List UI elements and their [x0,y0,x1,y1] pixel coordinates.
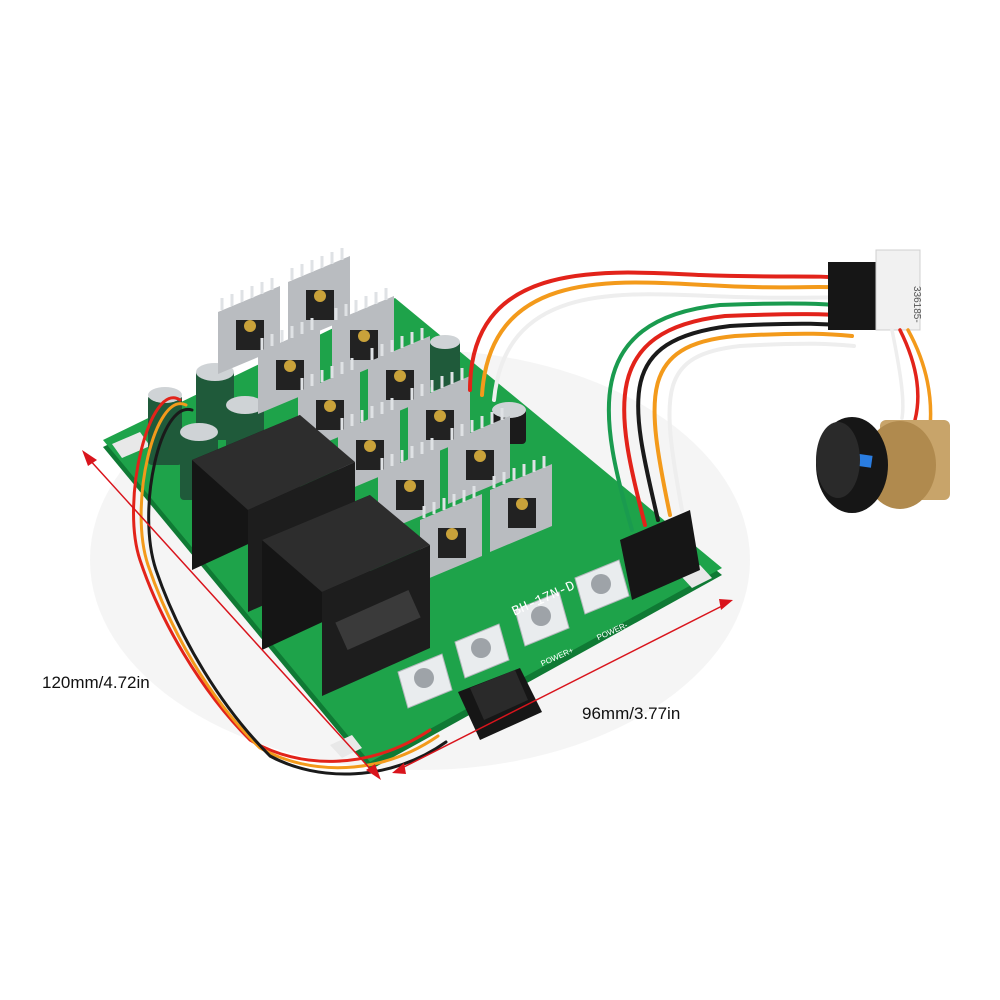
capacitor-top [492,402,526,418]
heatsink [420,486,482,582]
wire-white [492,292,846,402]
screw-terminal [397,653,453,709]
wire-red-left [132,396,432,763]
relay-top [192,415,355,510]
wire-red [468,270,842,392]
screw [284,360,296,372]
arrowhead [392,763,406,774]
screw-terminal [514,591,570,647]
screw [474,450,486,462]
capacitor-top [180,423,218,441]
pin-header [620,510,700,600]
screw [404,480,416,492]
wire-white-pot [890,328,905,420]
terminal-screw [591,574,611,594]
terminal-screw [414,668,434,688]
screw [394,370,406,382]
wire-red-pot [898,328,920,422]
screw [324,400,336,412]
screw [446,528,458,540]
arrowhead [82,450,97,466]
screw-terminal [454,623,510,679]
connector-marking: 336185- [911,286,922,323]
rocker-switch [458,668,542,740]
wire-white-2 [667,341,856,512]
pcb-corner-pad [680,565,712,588]
screw [314,290,326,302]
wire-orange-pot [906,328,933,430]
capacitor-top [430,335,460,349]
wire-orange [480,280,844,397]
heatsink [490,456,552,552]
wire-green [606,301,848,532]
left-wire-loop [132,396,448,776]
relays [192,415,430,696]
wire-orange-left [139,402,440,770]
terminal-screw [531,606,551,626]
pcb-corner-pad [112,432,150,458]
wire-black-left [147,408,448,776]
wire-bundle [468,270,856,532]
dimension-width [392,599,733,774]
relay-top [262,495,430,592]
potentiometer [816,417,950,513]
capacitor-top [226,396,264,414]
screw [358,330,370,342]
switch-rocker [470,670,528,720]
wire-orange-2 [652,331,854,517]
capacitor [196,370,234,440]
screw [364,440,376,452]
screw [516,498,528,510]
arrowhead [719,599,733,610]
screw-terminals [397,559,630,709]
knob-cap [816,422,860,498]
wire-connector: 336185- [828,249,922,331]
relay-window [335,590,421,650]
dimension-line [87,457,375,774]
pot-wires [890,328,933,430]
dimension-length-label: 120mm/4.72in [42,673,150,692]
terminal-screw [471,638,491,658]
dimension-length [82,450,381,780]
dimension-line [397,603,727,771]
dimension-width-label: 96mm/3.77in [582,704,681,723]
heatsink-array [218,248,552,582]
screw-terminal [574,559,630,615]
screw [244,320,256,332]
header-body [620,510,700,600]
wire-red-2 [622,312,850,527]
connector-white [875,249,921,331]
connector-black [828,262,876,330]
arrowhead [366,764,381,780]
wire-black [636,321,852,522]
screw [434,410,446,422]
pcb-corner-pad [330,735,362,758]
